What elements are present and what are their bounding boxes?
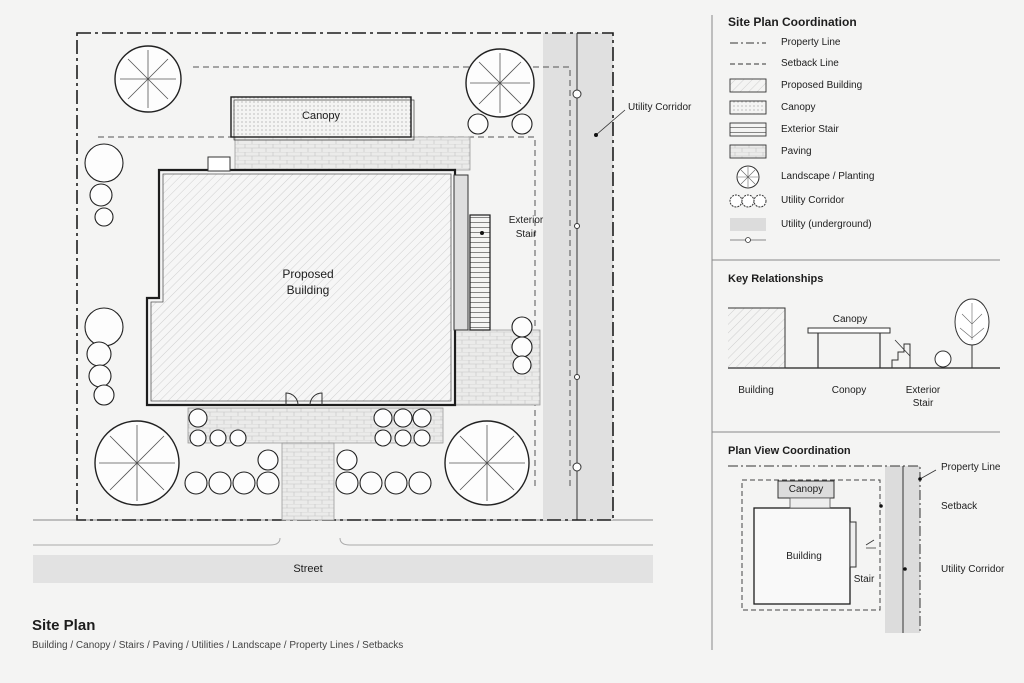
legend-proposed-building: Proposed Building xyxy=(781,80,863,91)
legend-property-line: Property Line xyxy=(781,37,841,48)
stair-label-line2: Stair xyxy=(515,229,537,240)
key-conopy-label: Conopy xyxy=(831,385,867,396)
plan-view-utility-corridor-label: Utility Corridor xyxy=(941,564,1005,575)
legend-title: Site Plan Coordination xyxy=(728,15,857,29)
legend-utility-corridor: Utility Corridor xyxy=(781,195,845,206)
legend-landscape: Landscape / Planting xyxy=(781,171,875,182)
tree-icon xyxy=(465,48,535,118)
key-relationships-title: Key Relationships xyxy=(728,273,824,285)
legend-canopy: Canopy xyxy=(781,102,816,113)
legend-exterior-stair: Exterior Stair xyxy=(781,124,839,135)
legend-setback-line: Setback Line xyxy=(781,58,839,69)
property-line xyxy=(76,32,614,521)
plan-view-setback-label: Setback xyxy=(941,501,978,512)
utility-corridor-label: Utility Corridor xyxy=(628,102,692,113)
canopy-label: Canopy xyxy=(302,110,340,122)
plan-view-canopy-label: Canopy xyxy=(788,484,824,495)
street-band xyxy=(33,555,653,583)
site-plan-title: Site Plan xyxy=(32,617,96,634)
tree-icon xyxy=(444,420,530,506)
paving-walk xyxy=(281,442,335,521)
plan-view-title: Plan View Coordination xyxy=(728,445,851,457)
plan-view-building-label: Building xyxy=(786,551,822,562)
site-plan-subtitle: Building / Canopy / Stairs / Paving / Ut… xyxy=(32,640,404,651)
plan-view-property-line-label: Property Line xyxy=(941,462,1001,473)
exterior-stair-plan xyxy=(469,214,491,331)
utility-corridor-band xyxy=(543,33,613,520)
key-stair-label-line1: Exterior xyxy=(905,385,941,396)
building-label-line2: Building xyxy=(286,283,330,297)
stair-label-line1: Exterior xyxy=(508,215,544,226)
street-label: Street xyxy=(293,563,323,575)
paving-top xyxy=(234,136,471,171)
canopy-plan xyxy=(230,96,412,138)
legend-utility-underground: Utility (underground) xyxy=(781,219,872,230)
building-label-line1: Proposed xyxy=(282,267,334,281)
tree-icon xyxy=(114,45,182,113)
key-canopy-label: Canopy xyxy=(832,314,868,325)
tree-icon xyxy=(94,420,180,506)
key-building-label: Building xyxy=(738,385,774,396)
plan-view-stair-label: Stair xyxy=(853,574,875,585)
legend-paving: Paving xyxy=(781,146,812,157)
shrubs xyxy=(84,113,533,495)
key-stair-label-line2: Stair xyxy=(912,398,934,409)
